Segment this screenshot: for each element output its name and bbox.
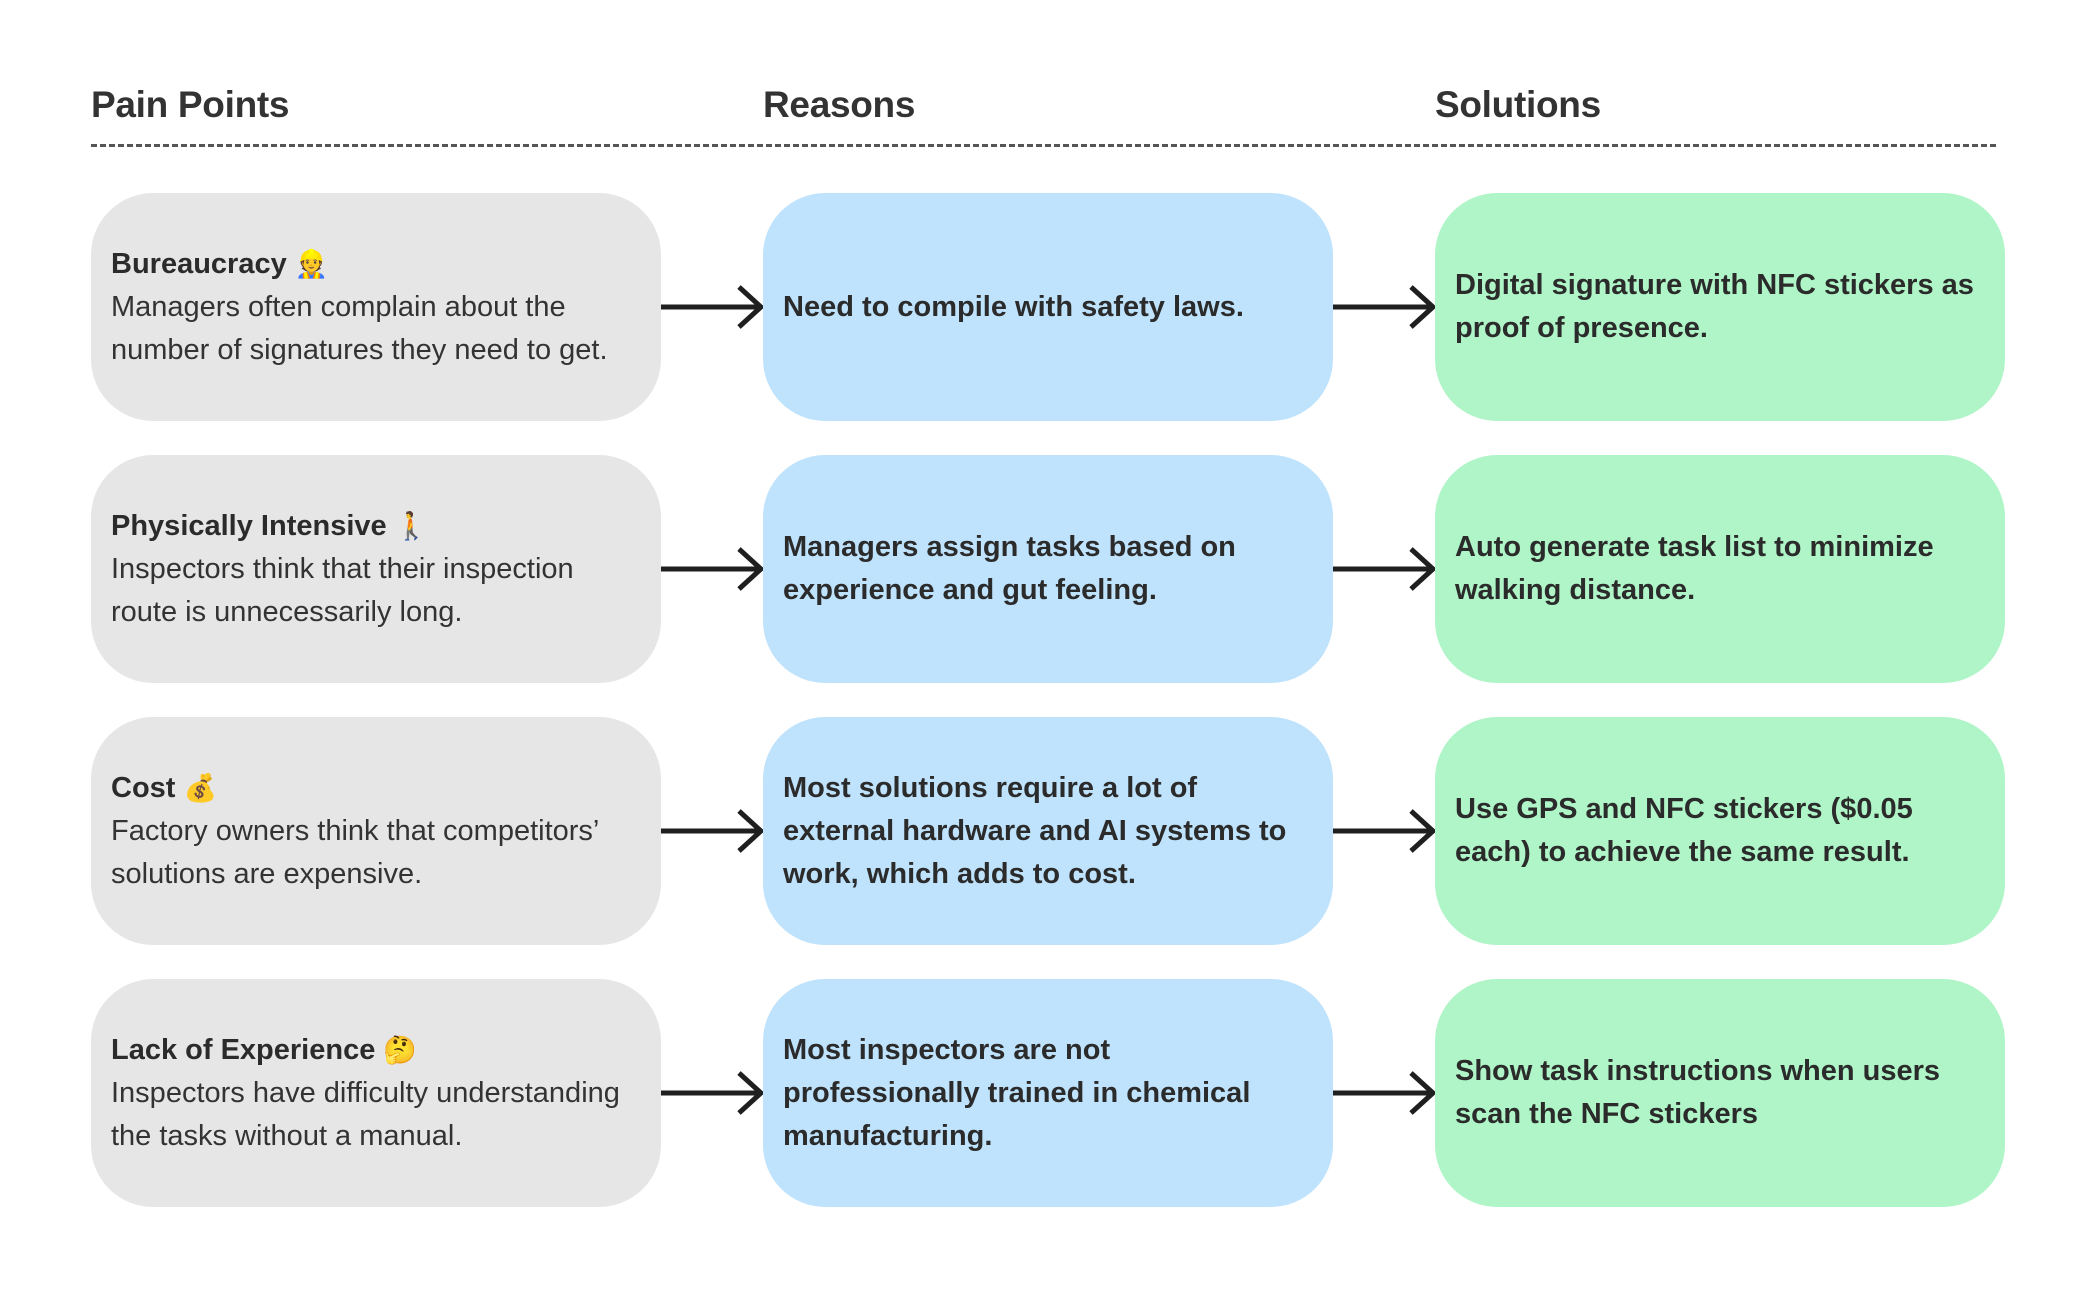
pain-title-text: Physically Intensive [111, 509, 387, 542]
pain-card-physically-intensive: Physically Intensive🚶 Inspectors think t… [91, 455, 661, 683]
pain-title-text: Cost [111, 771, 176, 804]
arrow-right-icon [1333, 547, 1437, 591]
reason-card: Need to compile with safety laws. [763, 193, 1333, 421]
reason-card: Most solutions require a lot of external… [763, 717, 1333, 945]
solution-card: Digital signature with NFC stickers as p… [1435, 193, 2005, 421]
pain-title: Lack of Experience🤔 [111, 1029, 639, 1072]
pain-card-cost: Cost💰 Factory owners think that competit… [91, 717, 661, 945]
reason-card: Managers assign tasks based on experienc… [763, 455, 1333, 683]
solution-text: Auto generate task list to minimize walk… [1455, 531, 1934, 606]
arrow-right-icon [1333, 809, 1437, 853]
solution-card: Show task instructions when users scan t… [1435, 979, 2005, 1207]
pain-title-text: Lack of Experience [111, 1033, 376, 1066]
pain-title-text: Bureaucracy [111, 247, 287, 280]
pain-description: Factory owners think that competitors’ s… [111, 814, 599, 890]
arrow-right-icon [661, 285, 765, 329]
arrow-right-icon [661, 809, 765, 853]
pain-description: Managers often complain about the number… [111, 290, 608, 366]
pain-card-lack-of-experience: Lack of Experience🤔 Inspectors have diff… [91, 979, 661, 1207]
solution-text: Show task instructions when users scan t… [1455, 1055, 1941, 1130]
thinking-face-icon: 🤔 [383, 1034, 417, 1066]
reason-text: Need to compile with safety laws. [783, 290, 1244, 323]
construction-worker-icon: 👷 [294, 248, 329, 280]
solution-text: Digital signature with NFC stickers as p… [1455, 269, 1974, 344]
reason-text: Managers assign tasks based on experienc… [783, 531, 1236, 606]
arrow-right-icon [661, 1071, 765, 1115]
reason-text: Most solutions require a lot of external… [783, 771, 1287, 890]
money-bag-icon: 💰 [183, 772, 218, 804]
solution-text: Use GPS and NFC stickers ($0.05 each) to… [1455, 793, 1913, 868]
header-divider [91, 144, 1996, 147]
arrow-right-icon [661, 547, 765, 591]
pain-points-header: Pain Points [91, 84, 290, 125]
pain-title: Physically Intensive🚶 [111, 505, 639, 548]
pain-title: Cost💰 [111, 767, 639, 810]
solutions-header: Solutions [1435, 84, 1601, 125]
solution-card: Use GPS and NFC stickers ($0.05 each) to… [1435, 717, 2005, 945]
walking-person-icon: 🚶 [394, 510, 429, 542]
pain-card-bureaucracy: Bureaucracy👷 Managers often complain abo… [91, 193, 661, 421]
pain-description: Inspectors think that their inspection r… [111, 552, 574, 628]
solution-card: Auto generate task list to minimize walk… [1435, 455, 2005, 683]
reasons-header: Reasons [763, 84, 916, 125]
pain-description: Inspectors have difficulty understanding… [111, 1076, 620, 1152]
reason-text: Most inspectors are not professionally t… [783, 1033, 1251, 1152]
reason-card: Most inspectors are not professionally t… [763, 979, 1333, 1207]
pain-title: Bureaucracy👷 [111, 243, 639, 286]
arrow-right-icon [1333, 1071, 1437, 1115]
arrow-right-icon [1333, 285, 1437, 329]
